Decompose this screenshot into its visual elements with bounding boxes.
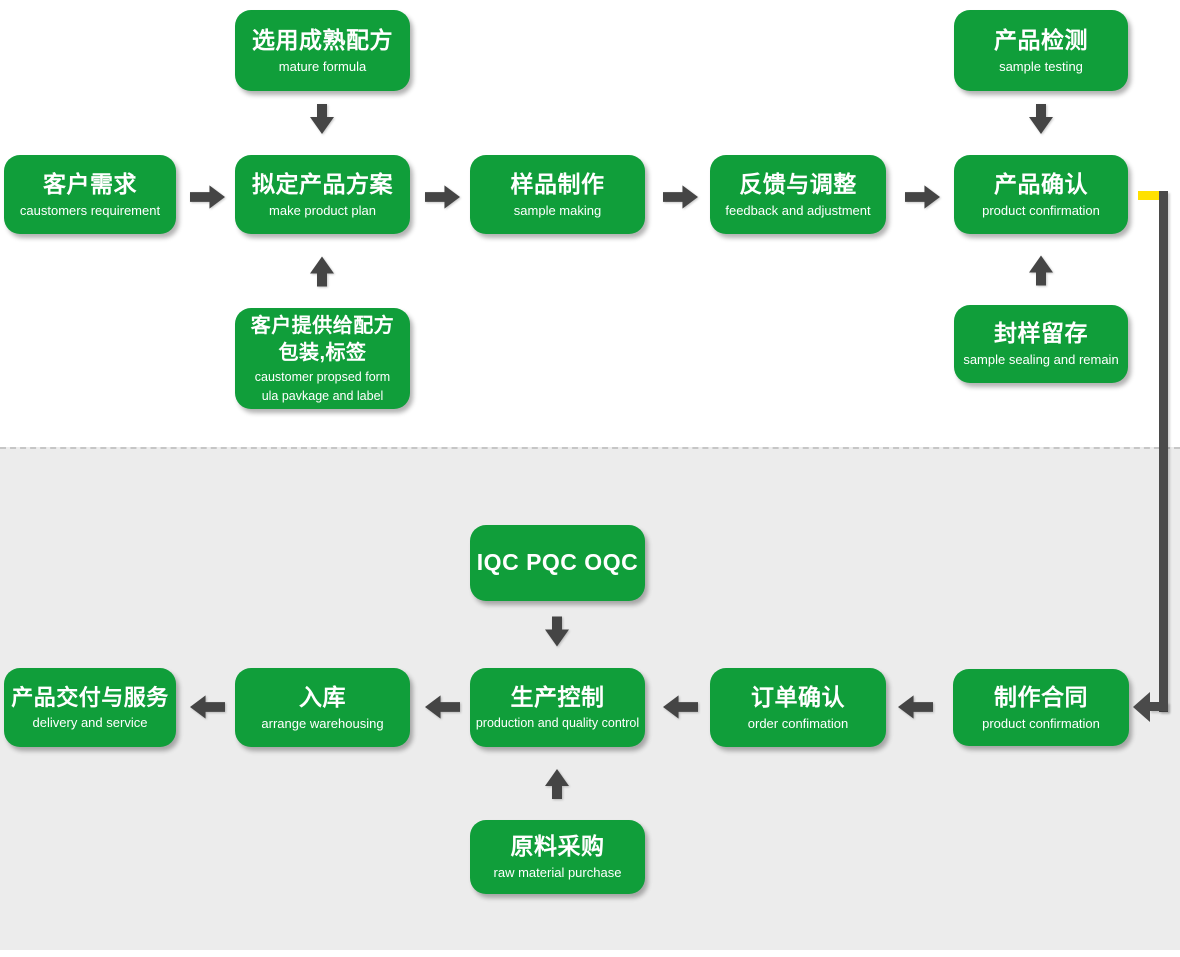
node-customer-requirement: 客户需求 caustomers requirement <box>4 155 176 234</box>
flow-arrow-up <box>1029 253 1053 288</box>
node-sample-sealing: 封样留存 sample sealing and remain <box>954 305 1128 383</box>
node-delivery-service: 产品交付与服务 delivery and service <box>4 668 176 747</box>
node-title-zh: 样品制作 <box>510 170 605 197</box>
node-subtitle-en: order confimation <box>747 715 849 731</box>
elbow-connector-vertical <box>1159 191 1168 712</box>
node-subtitle-en: make product plan <box>269 202 376 218</box>
flow-arrow-up <box>545 766 569 802</box>
node-title-zh: 拟定产品方案 <box>252 170 393 197</box>
flow-arrow-down <box>1029 104 1053 134</box>
node-title-zh: 客户需求 <box>43 170 137 197</box>
yellow-connector-segment <box>1138 191 1159 200</box>
node-customer-formula: 客户提供给配方 包装,标签 caustomer propsed form ula… <box>235 308 410 409</box>
node-subtitle-en: production and quality control <box>475 715 640 730</box>
node-subtitle-en: mature formula <box>278 58 367 74</box>
node-subtitle-en: raw material purchase <box>493 865 622 880</box>
node-subtitle-en: arrange warehousing <box>261 715 384 731</box>
node-mature-formula: 选用成熟配方 mature formula <box>235 10 410 91</box>
node-title-zh: 产品交付与服务 <box>11 684 169 710</box>
node-subtitle-en: sample sealing and remain <box>963 352 1119 367</box>
node-title-zh-line2: 包装,标签 <box>278 342 367 365</box>
node-subtitle-en-line1: caustomer propsed form <box>254 370 391 385</box>
node-title-zh: IQC PQC OQC <box>476 549 639 576</box>
node-order-confirmation: 订单确认 order confimation <box>710 668 886 747</box>
node-title-zh: 产品确认 <box>994 170 1088 197</box>
node-raw-material-purchase: 原料采购 raw material purchase <box>470 820 645 894</box>
node-title-zh: 反馈与调整 <box>739 170 857 197</box>
flow-arrow-down <box>310 104 334 134</box>
flow-arrow-left <box>898 695 933 719</box>
node-warehousing: 入库 arrange warehousing <box>235 668 410 747</box>
node-feedback-adjustment: 反馈与调整 feedback and adjustment <box>710 155 886 234</box>
flow-arrow-up <box>310 255 334 288</box>
node-title-zh: 入库 <box>299 683 346 710</box>
node-title-zh: 生产控制 <box>510 684 605 711</box>
node-title-zh: 制作合同 <box>994 683 1088 710</box>
flow-arrow-right <box>663 185 698 209</box>
node-subtitle-en: feedback and adjustment <box>725 202 871 218</box>
flow-arrow-right <box>190 185 225 209</box>
node-subtitle-en: delivery and service <box>32 714 148 730</box>
node-title-zh: 封样留存 <box>994 320 1088 347</box>
node-subtitle-en: sample testing <box>999 58 1083 74</box>
node-production-control: 生产控制 production and quality control <box>470 668 645 747</box>
node-subtitle-en: caustomers requirement <box>19 202 161 218</box>
node-title-zh: 订单确认 <box>751 683 845 710</box>
flow-arrow-left <box>425 695 460 719</box>
flow-arrow-left <box>663 695 698 719</box>
node-subtitle-en: product confirmation <box>982 202 1100 218</box>
elbow-connector-horizontal <box>1149 702 1168 711</box>
node-title-zh: 原料采购 <box>510 833 605 860</box>
node-iqc-pqc-oqc: IQC PQC OQC <box>470 525 645 601</box>
node-title-zh: 选用成熟配方 <box>252 26 393 53</box>
flow-arrow-right <box>905 185 940 209</box>
node-sample-testing: 产品检测 sample testing <box>954 10 1128 91</box>
node-make-product-plan: 拟定产品方案 make product plan <box>235 155 410 234</box>
flow-arrow-left <box>190 695 225 719</box>
node-title-zh-line1: 客户提供给配方 <box>250 315 395 338</box>
flow-arrow-down <box>545 615 569 648</box>
node-subtitle-en-line2: ula pavkage and label <box>261 388 384 403</box>
node-subtitle-en: product confirmation <box>982 715 1100 731</box>
flow-arrow-right <box>425 185 460 209</box>
node-title-zh: 产品检测 <box>994 26 1088 53</box>
node-contract-making: 制作合同 product confirmation <box>953 669 1129 746</box>
node-product-confirmation: 产品确认 product confirmation <box>954 155 1128 234</box>
node-subtitle-en: sample making <box>513 202 602 218</box>
node-sample-making: 样品制作 sample making <box>470 155 645 234</box>
elbow-connector-arrowhead <box>1133 692 1150 722</box>
